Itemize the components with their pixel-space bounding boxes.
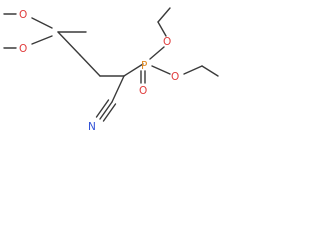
atom-o5-label: O	[139, 85, 147, 97]
bond-o3-ch2	[157, 21, 167, 37]
bond-cn-triple-2	[102, 103, 117, 122]
bond-o2-ketal	[31, 35, 53, 45]
bond-p-o3	[149, 46, 165, 60]
atom-p-label: P	[141, 60, 147, 72]
atom-o2-label: O	[19, 43, 27, 55]
bond-o4-ch2	[183, 65, 203, 75]
bond-c3-c2	[79, 54, 101, 77]
bond-o1-ketal	[31, 17, 53, 29]
atom-o4-label: O	[171, 71, 179, 83]
bond-ch2-ch3-lower	[201, 65, 219, 77]
bond-ch2-ch3-upper	[157, 7, 171, 23]
structure-svg: O O O O O P N	[3, 7, 219, 133]
atom-labels: O O O O O P N	[19, 9, 179, 133]
bond-calpha-p	[123, 63, 144, 77]
bond-cn-triple-3	[95, 99, 110, 118]
atom-o3-label: O	[163, 36, 171, 48]
atom-n-label: N	[88, 121, 96, 133]
atom-o1-label: O	[19, 9, 27, 21]
bond-p-o4	[151, 65, 171, 75]
bond-calpha-cn	[111, 75, 125, 103]
bonds	[3, 7, 219, 122]
molecule-diagram: O O O O O P N	[0, 0, 234, 149]
bond-ketal-c3	[57, 31, 81, 56]
bond-cn-triple-1	[99, 101, 113, 120]
